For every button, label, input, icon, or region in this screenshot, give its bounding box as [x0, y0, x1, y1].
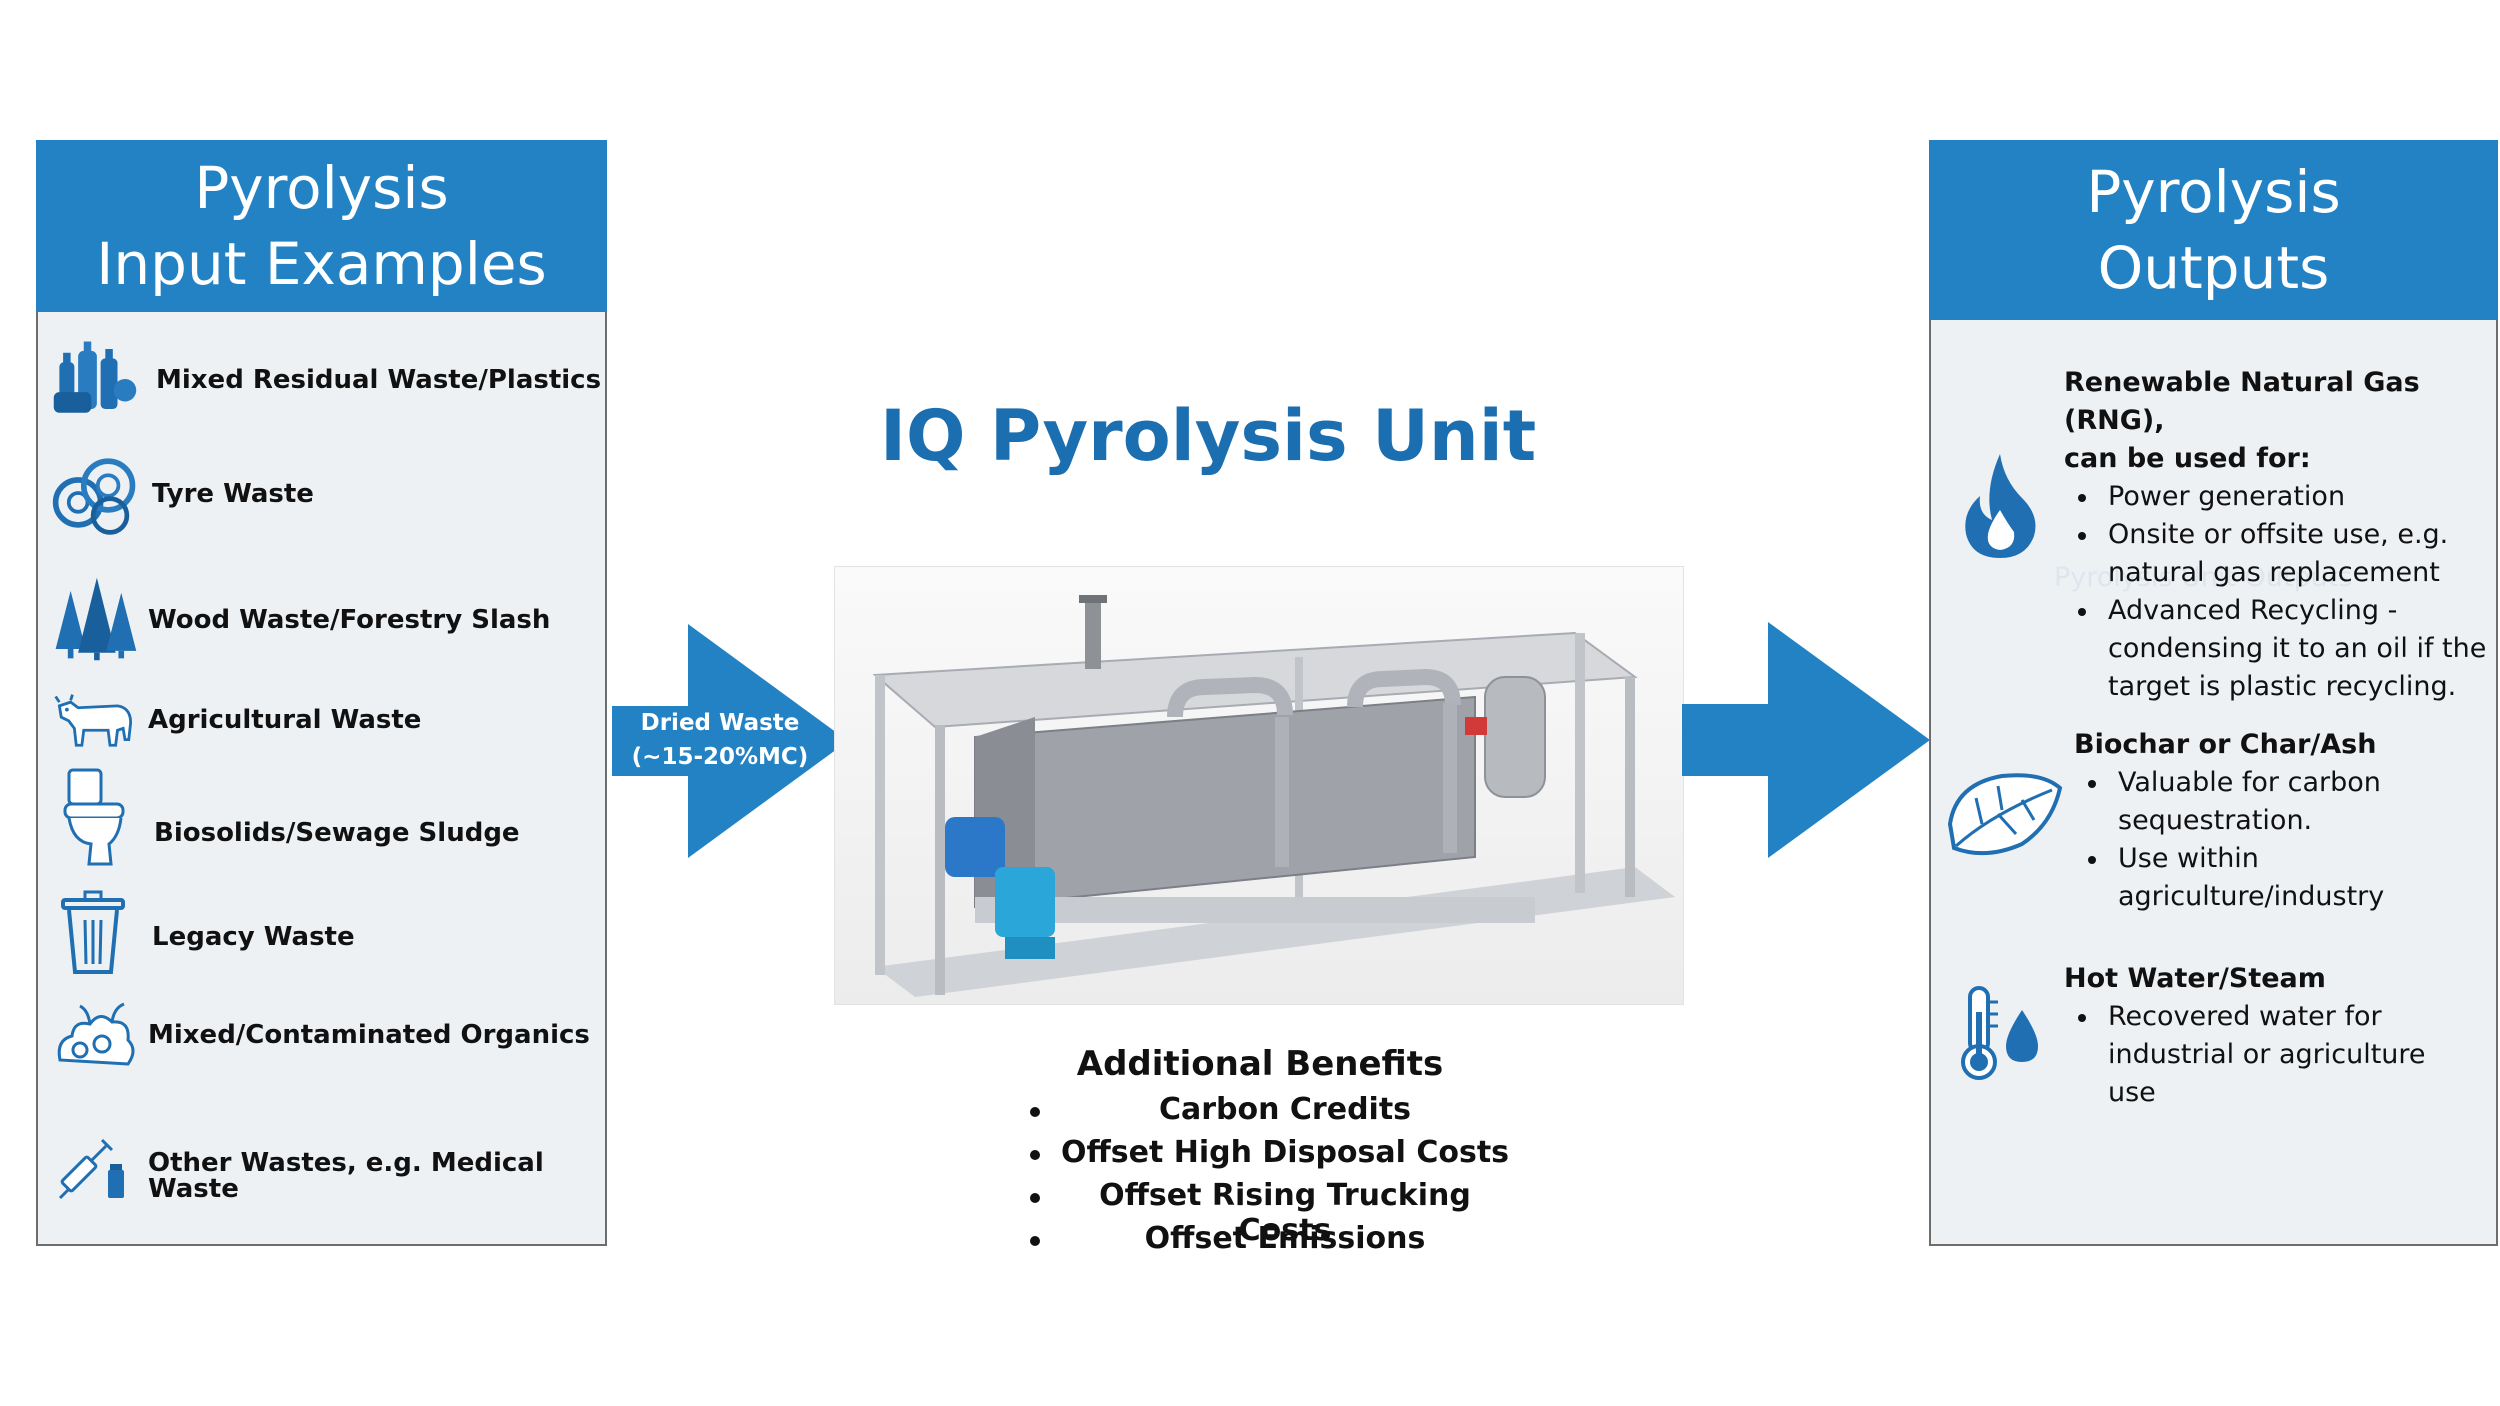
tyres-icon — [50, 448, 140, 538]
outputs-panel-header: Pyrolysis Outputs — [1929, 140, 2498, 320]
trash-bin-icon — [50, 888, 140, 978]
flame-icon — [1965, 454, 2036, 558]
thermometer-drop-icon — [1961, 986, 2038, 1080]
input-item-mixed-residual: Mixed Residual Waste/Plastics — [38, 334, 605, 424]
rng-title-line2: can be used for: — [2064, 443, 2311, 474]
rng-list: Power generation Onsite or offsite use, … — [2064, 478, 2500, 706]
input-item-tyre: Tyre Waste — [38, 448, 605, 538]
toilet-icon — [50, 764, 140, 874]
trees-icon — [50, 574, 140, 664]
input-item-label: Tyre Waste — [152, 479, 314, 509]
input-item-label: Legacy Waste — [152, 922, 355, 952]
outputs-panel-title-line1: Pyrolysis — [2086, 158, 2341, 226]
input-examples-panel: Pyrolysis Input Examples Mixed Residual … — [36, 140, 607, 1246]
rng-title-line1: Renewable Natural Gas (RNG), — [2064, 367, 2420, 436]
input-item-label: Mixed/Contaminated Organics — [148, 1020, 590, 1050]
dried-waste-label-line2: (~15-20%MC) — [631, 744, 809, 770]
input-panel-title-line2: Input Examples — [96, 230, 547, 298]
hot-water-title: Hot Water/Steam — [2064, 963, 2326, 994]
cow-icon — [50, 674, 140, 764]
input-item-other: Other Wastes, e.g. Medical Waste — [38, 1120, 605, 1210]
pyrolysis-unit-image — [834, 566, 1684, 1005]
input-item-biosolids: Biosolids/Sewage Sludge — [38, 768, 605, 866]
leaf-icon — [1947, 773, 2063, 856]
outputs-panel-title-line2: Outputs — [2097, 234, 2330, 302]
input-item-organics: Mixed/Contaminated Organics — [38, 990, 605, 1080]
rng-item: Advanced Recycling -condensing it to an … — [2064, 592, 2500, 706]
input-item-label: Agricultural Waste — [148, 705, 422, 735]
faint-watermark-text: Pyrolysis Unit Outputs — [2054, 562, 2353, 593]
dried-waste-label-line1: Dried Waste — [640, 710, 800, 736]
plastic-bottles-icon — [50, 334, 140, 424]
bullet — [1030, 1107, 1040, 1117]
outputs-panel: Pyrolysis Outputs — [1929, 140, 2498, 1246]
input-panel-title-line1: Pyrolysis — [194, 154, 449, 222]
input-panel-header: Pyrolysis Input Examples — [36, 140, 607, 312]
input-item-label-line1: Other Wastes, e.g. Medical — [148, 1148, 544, 1178]
benefits-title: Additional Benefits — [1076, 1044, 1444, 1084]
input-item-label: Mixed Residual Waste/Plastics — [156, 365, 602, 395]
benefit-item: Carbon Credits — [1030, 1092, 1510, 1132]
output-arrow — [1682, 622, 1930, 858]
biochar-title: Biochar or Char/Ash — [2074, 729, 2377, 760]
input-arrow — [612, 624, 848, 858]
dried-waste-label: Dried Waste (~15-20%MC) — [614, 706, 826, 774]
syringe-vial-icon — [50, 1120, 140, 1210]
benefit-item: Offset Rising Trucking Costs — [1030, 1178, 1510, 1248]
rng-item: Power generation — [2064, 478, 2500, 516]
organics-icon — [50, 990, 140, 1080]
main-title: IQ Pyrolysis Unit — [880, 395, 1537, 477]
benefit-item: Offset High Disposal Costs — [1030, 1135, 1510, 1175]
rng-item: Onsite or offsite use, e.g.natural gas r… — [2064, 516, 2500, 592]
input-item-label-line2: Waste — [148, 1174, 239, 1204]
bullet — [1030, 1236, 1040, 1246]
bullet — [1030, 1150, 1040, 1160]
benefit-item: Offset Emissions — [1030, 1221, 1510, 1261]
bullet — [1030, 1193, 1040, 1203]
rng-block: Renewable Natural Gas (RNG), can be used… — [2064, 364, 2500, 706]
input-item-legacy: Legacy Waste — [38, 888, 605, 978]
input-item-label: Biosolids/Sewage Sludge — [154, 818, 520, 848]
input-item-wood: Wood Waste/Forestry Slash — [38, 574, 605, 664]
input-item-label: Wood Waste/Forestry Slash — [148, 605, 551, 635]
input-item-agricultural: Agricultural Waste — [38, 674, 605, 764]
